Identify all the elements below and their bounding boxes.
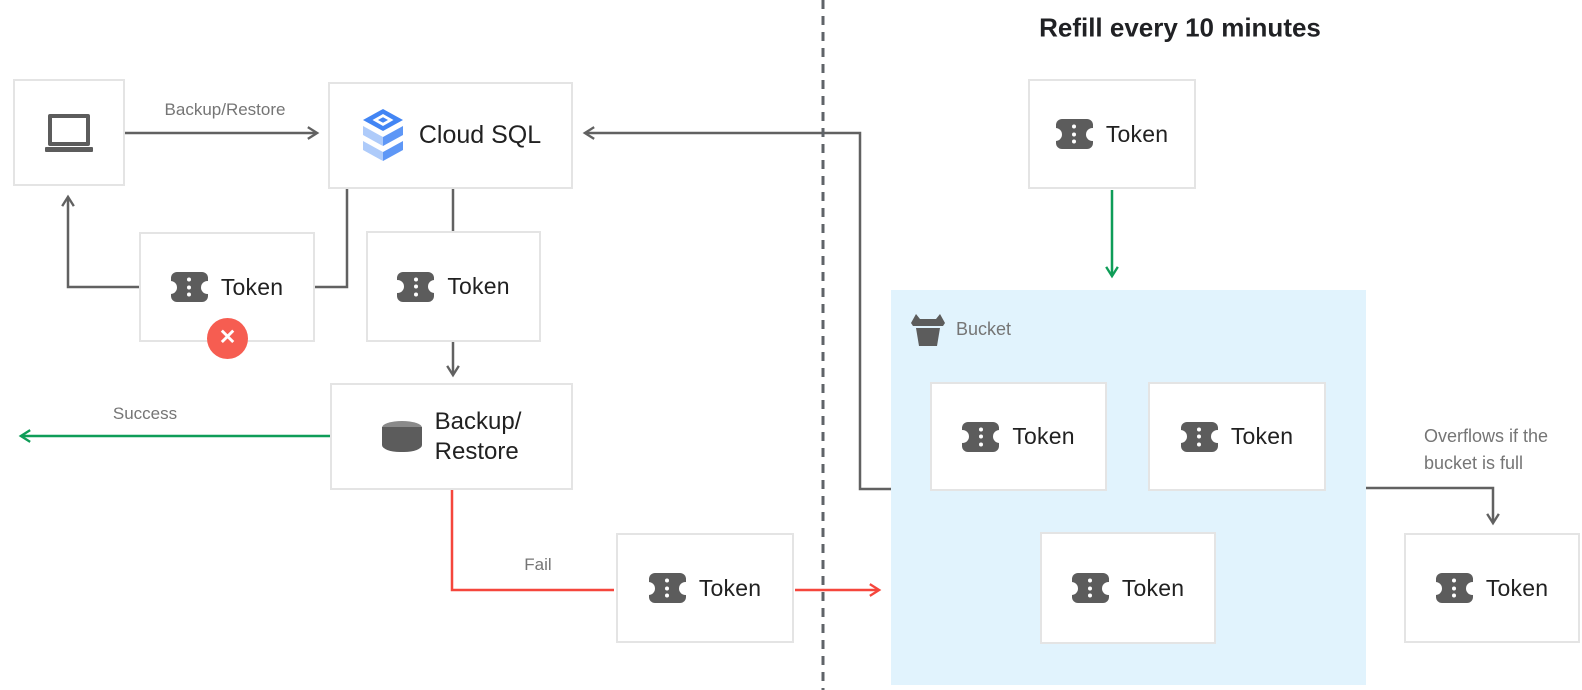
backup-restore-edge-label: Backup/Restore [164, 100, 286, 119]
token-icon [1174, 421, 1225, 452]
token-label: Token [220, 273, 284, 300]
token-node-bucket-1: Token [930, 382, 1107, 491]
line-token-to-cloudsql [315, 189, 349, 289]
refill-title: Refill every 10 minutes [1039, 12, 1321, 43]
laptop-icon [45, 113, 93, 152]
arrow-token-to-laptop [61, 194, 139, 289]
token-node-bucket-2: Token [1148, 382, 1326, 491]
token-label: Token [447, 273, 510, 299]
x-icon: ✕ [218, 326, 237, 349]
overflow-edge-label: Overflows if the bucket is full [1424, 426, 1549, 473]
error-x-badge: ✕ [207, 318, 248, 359]
bucket-icon [911, 314, 945, 346]
backup-restore-node: Backup/ Restore [330, 383, 573, 490]
arrow-overflow [1366, 486, 1500, 526]
token-icon [164, 272, 215, 302]
token-icon [1065, 573, 1116, 603]
token-node-overflow: Token [1404, 533, 1580, 643]
token-node-request: Token [366, 231, 541, 342]
token-label: Token [1012, 423, 1075, 449]
success-edge-label: Success [112, 404, 178, 423]
token-icon [390, 271, 441, 302]
token-icon [1429, 573, 1480, 603]
token-node-refill: Token [1028, 79, 1196, 189]
arrow-bucket-to-cloudsql [582, 126, 891, 491]
cloud-sql-node: Cloud SQL [328, 82, 573, 189]
token-label: Token [1121, 574, 1185, 601]
cloud-sql-icon [362, 108, 403, 161]
token-icon [642, 573, 693, 603]
token-label: Token [1230, 423, 1294, 449]
backup-restore-label-line2: Restore [434, 437, 519, 465]
bucket-label: Bucket [956, 319, 1012, 339]
token-node-bucket-3: Token [1040, 532, 1216, 644]
token-label: Token [1105, 120, 1169, 147]
fail-edge-label: Fail [524, 555, 552, 574]
line-fail [450, 490, 614, 592]
client-node [13, 79, 125, 186]
token-icon [955, 421, 1006, 452]
token-node-fail: Token [616, 533, 794, 643]
token-icon [1049, 119, 1100, 149]
token-label: Token [1485, 574, 1549, 601]
token-label: Token [698, 574, 762, 601]
database-icon [381, 421, 422, 452]
cloud-sql-label: Cloud SQL [418, 121, 542, 149]
backup-restore-label-line1: Backup/ [434, 407, 522, 435]
